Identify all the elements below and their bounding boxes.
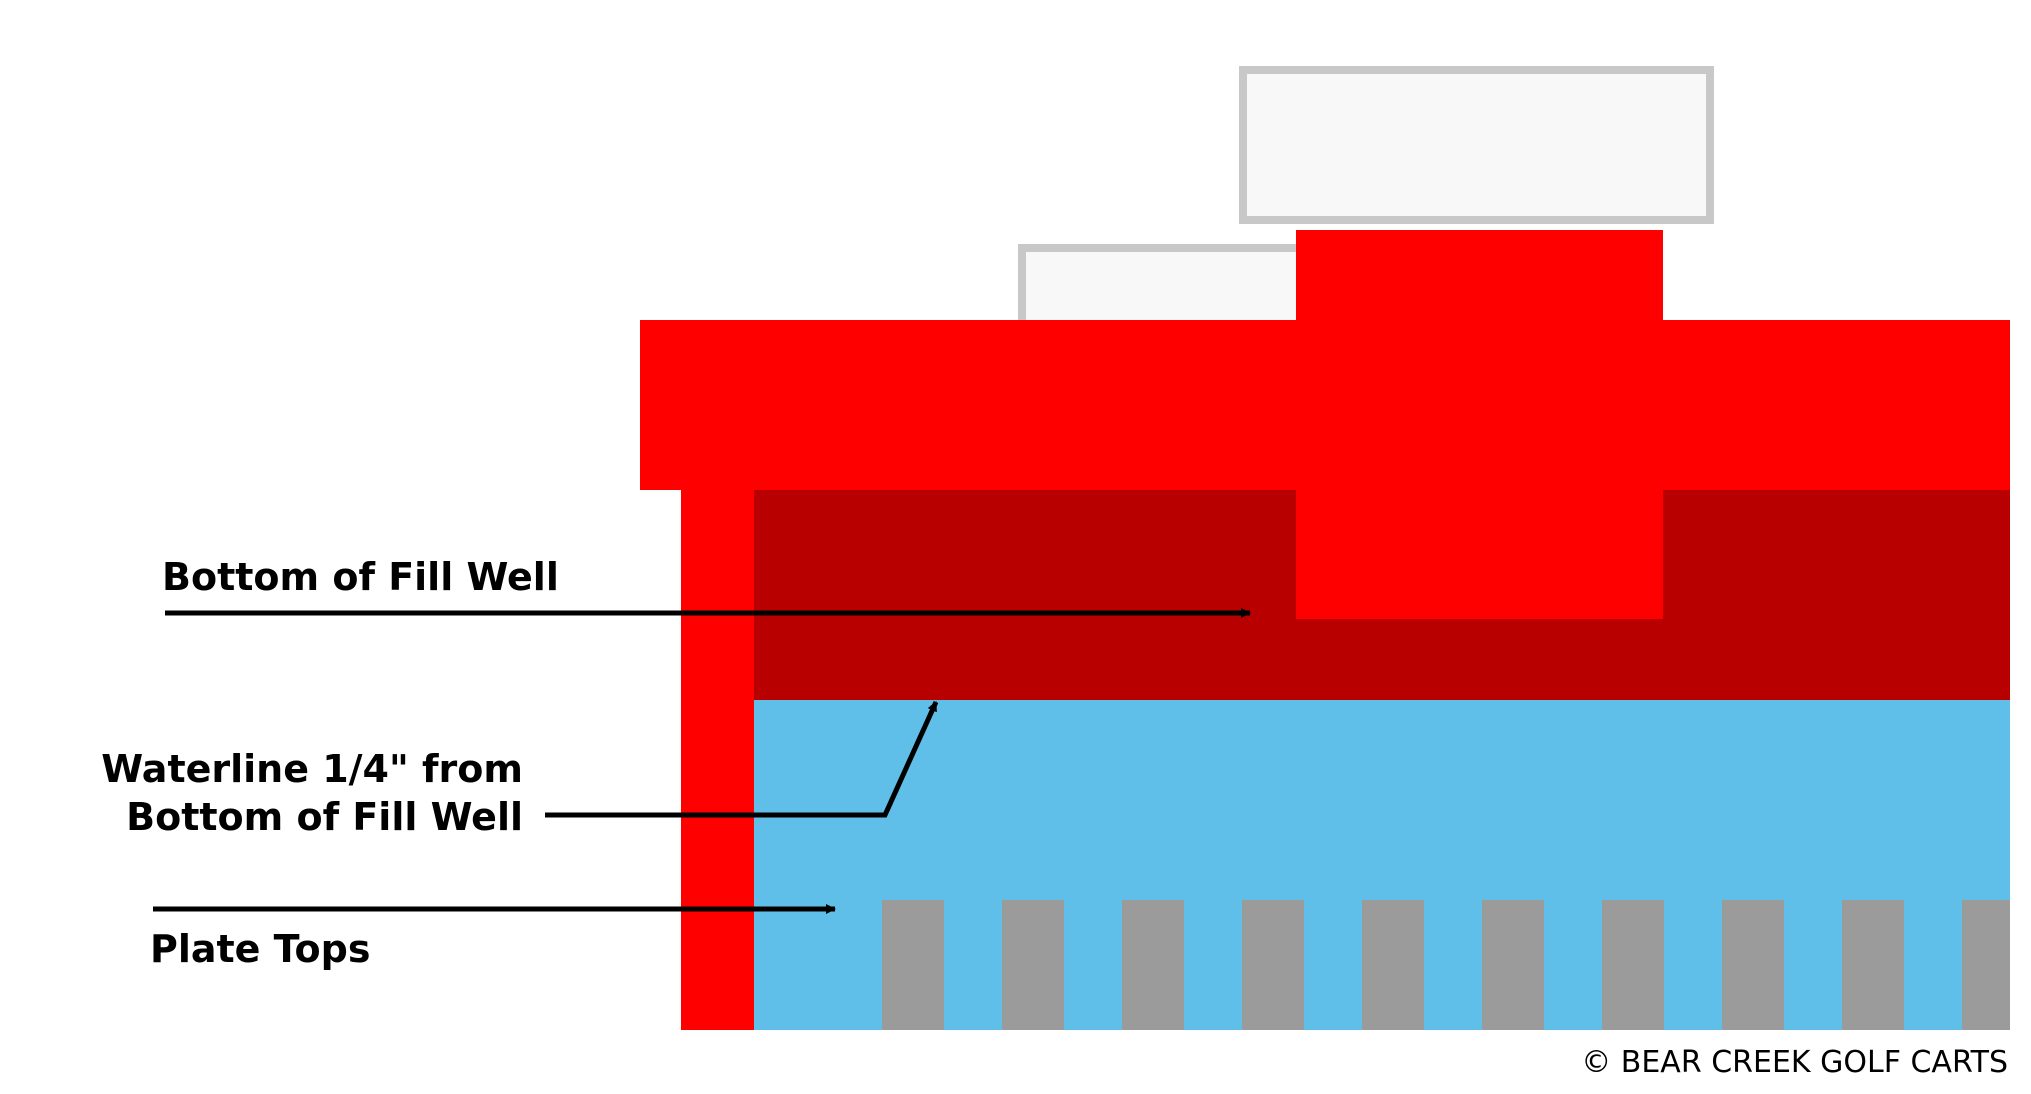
lead-plate <box>882 900 944 1030</box>
copyright-text: © BEAR CREEK GOLF CARTS <box>1581 1045 2008 1080</box>
lead-plate <box>1362 900 1424 1030</box>
lead-plate <box>1722 900 1784 1030</box>
waterline-label-line1: Waterline 1/4" from <box>101 747 523 791</box>
lead-plate <box>1002 900 1064 1030</box>
vent-cap-front <box>1239 66 1714 224</box>
lead-plate <box>1122 900 1184 1030</box>
lead-plates <box>882 900 2010 1030</box>
lead-plate <box>1482 900 1544 1030</box>
lead-plate <box>1842 900 1904 1030</box>
fill-well-label: Bottom of Fill Well <box>162 555 559 599</box>
lead-plate <box>1602 900 1664 1030</box>
fill-well-tube <box>1296 230 1663 619</box>
battery-case-wall <box>681 488 755 1030</box>
lead-plate <box>1242 900 1304 1030</box>
waterline-label-line2: Bottom of Fill Well <box>126 795 523 839</box>
lead-plate <box>1962 900 2010 1030</box>
plate-tops-label: Plate Tops <box>150 927 371 971</box>
waterline-arrow <box>545 700 939 818</box>
